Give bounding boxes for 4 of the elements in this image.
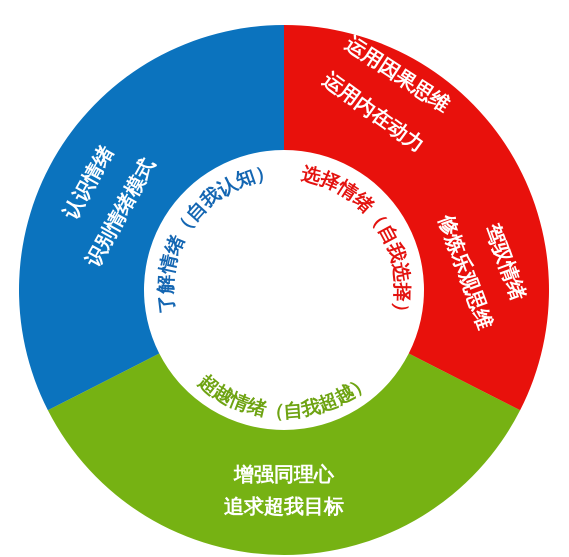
ring-label: 选择情绪（自我选择） bbox=[299, 162, 414, 324]
segment-text: 追求超我目标 bbox=[224, 494, 344, 518]
segment-text: 增强同理心 bbox=[234, 462, 334, 486]
ring-label: 超越情绪（自我超越） bbox=[194, 370, 374, 422]
